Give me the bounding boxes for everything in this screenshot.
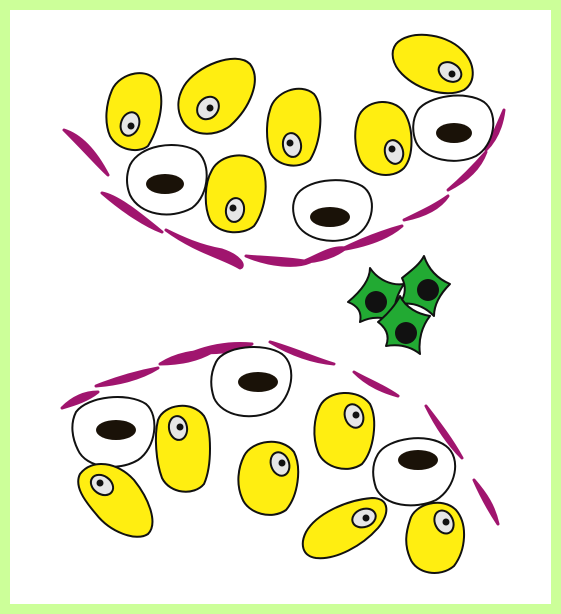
white-cell: [373, 438, 455, 505]
white-cell: [72, 397, 154, 467]
yellow-cell: [206, 155, 266, 232]
yellow-cell: [106, 73, 161, 150]
yellow-cell: [406, 503, 464, 573]
white-cell: [211, 347, 291, 416]
yellow-cell: [355, 102, 411, 175]
yellow-cell: [314, 393, 374, 469]
yellow-cell: [238, 442, 298, 515]
yellow-cell: [156, 406, 210, 492]
white-cell: [413, 96, 493, 161]
white-cell: [127, 145, 207, 214]
white-cell: [293, 180, 372, 241]
yellow-cell: [267, 89, 320, 166]
